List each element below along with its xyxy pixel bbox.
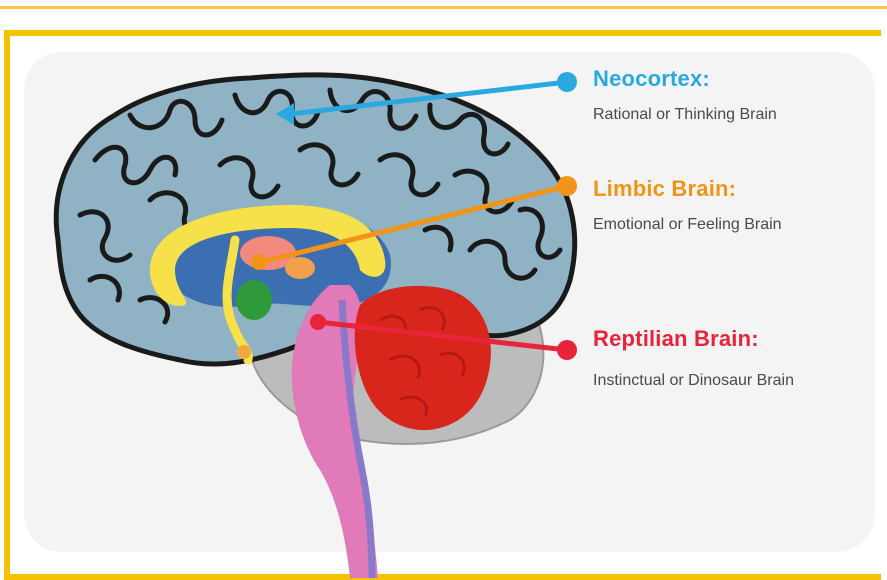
amygdala <box>236 280 272 320</box>
mammillary-body <box>237 345 251 359</box>
reptilian-description: Instinctual or Dinosaur Brain <box>593 368 833 394</box>
reptilian-title: Reptilian Brain: <box>593 326 759 352</box>
reptilian-dot <box>557 340 577 360</box>
limbic-description: Emotional or Feeling Brain <box>593 212 782 238</box>
hypothalamus <box>285 257 315 279</box>
neocortex-title: Neocortex: <box>593 66 710 92</box>
neocortex-dot <box>557 72 577 92</box>
limbic-dot <box>557 176 577 196</box>
reptilian-arrowhead <box>310 314 326 330</box>
limbic-arrowhead <box>251 254 267 270</box>
limbic-title: Limbic Brain: <box>593 176 736 202</box>
neocortex-description: Rational or Thinking Brain <box>593 102 777 128</box>
